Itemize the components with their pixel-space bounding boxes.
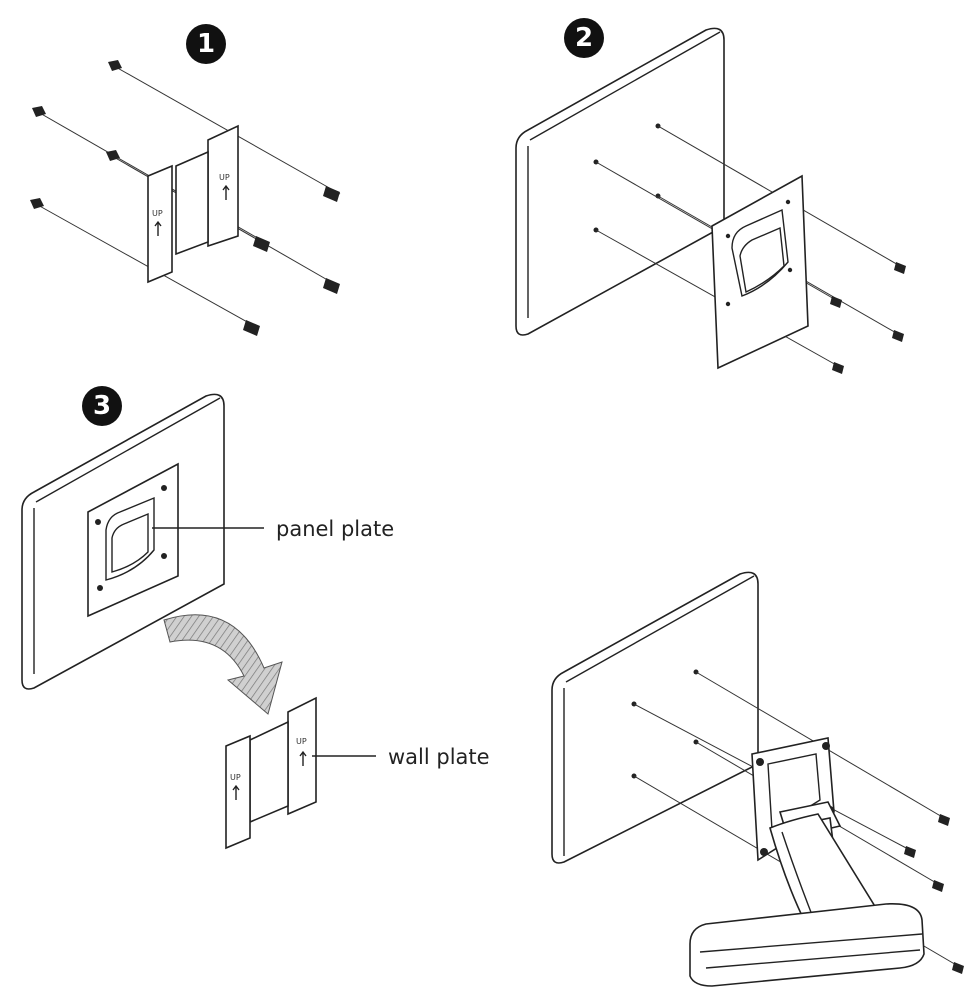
wall-plate: [287, 696, 317, 816]
bracket-up-mark: UP: [219, 173, 230, 182]
screw-icon: [30, 198, 44, 209]
screw-icon: [904, 846, 916, 858]
stand-assembly: [551, 571, 964, 987]
screw-icon: [830, 296, 842, 308]
step-1-badge: 1: [186, 24, 226, 64]
step-1-assembly: UP UP: [30, 60, 341, 336]
screw-icon: [894, 262, 906, 274]
step-3-badge: 3: [82, 386, 122, 426]
monitor-panel: [551, 571, 759, 864]
screw-icon: [832, 362, 844, 374]
panel-plate: [711, 174, 809, 370]
curved-arrow-icon: [163, 614, 283, 715]
nut-icon: [243, 320, 260, 336]
screw-icon: [952, 962, 964, 974]
step-2-badge: 2: [564, 18, 604, 58]
step-3-number: 3: [93, 391, 111, 421]
wall-plate-label: wall plate: [388, 745, 490, 769]
step-1-number: 1: [197, 29, 215, 59]
wall-plate-up-mark: UP: [230, 773, 241, 782]
bracket-up-mark: UP: [152, 209, 163, 218]
screw-icon: [938, 814, 950, 826]
screw-icon: [32, 106, 46, 117]
nut-icon: [323, 186, 340, 202]
nut-icon: [253, 236, 270, 252]
stand-base: [689, 903, 925, 987]
wall-plate-rear: [207, 124, 239, 248]
step-2-number: 2: [575, 23, 593, 53]
monitor-panel: [515, 27, 725, 336]
wall-plate-up-mark: UP: [296, 737, 307, 746]
screw-icon: [106, 150, 120, 161]
step-3-assembly: panel plate UP UP wall plate: [21, 393, 490, 850]
nut-icon: [323, 278, 340, 294]
screw-icon: [892, 330, 904, 342]
screw-icon: [932, 880, 944, 892]
screw-icon: [108, 60, 122, 71]
step-2-assembly: [515, 27, 906, 374]
panel-plate-label: panel plate: [276, 517, 394, 541]
